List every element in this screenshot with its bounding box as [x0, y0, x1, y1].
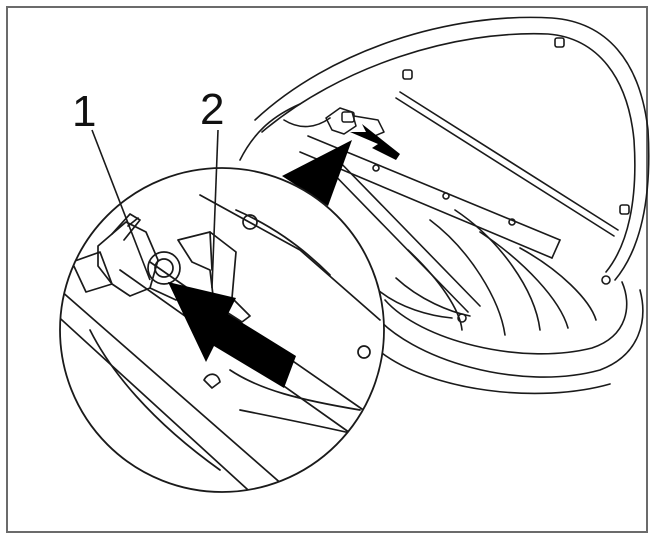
dish-rim-outer	[371, 289, 644, 378]
leader-line-1	[91, 129, 151, 281]
rail-bolt	[508, 218, 516, 226]
dome-clip	[402, 69, 413, 80]
fan-blade	[407, 249, 463, 331]
bracket	[177, 231, 251, 323]
detail-circle-outline	[59, 167, 385, 493]
detail-rail	[60, 289, 301, 492]
support-rod	[395, 97, 615, 237]
callout-2: 2	[200, 85, 224, 134]
dome-clip	[619, 204, 630, 215]
detail-screw	[357, 345, 371, 359]
mounting-rail	[283, 37, 630, 319]
wire	[377, 289, 453, 319]
detail-rail	[60, 299, 271, 492]
rail-bottom	[299, 151, 553, 259]
rail-bolt	[442, 192, 450, 200]
wire	[283, 117, 331, 128]
latch-small	[325, 107, 385, 139]
latch-ring	[147, 251, 181, 285]
detail-tab	[203, 373, 221, 389]
dome-outline	[254, 16, 650, 281]
zoom-pointer-arrow	[282, 140, 352, 206]
diagonal-brace	[319, 159, 469, 313]
callout-1: 1	[72, 87, 96, 136]
wire	[395, 277, 471, 317]
dome-inner-rim	[261, 32, 636, 273]
dome-lid	[239, 16, 650, 281]
dome-clip	[554, 37, 565, 48]
dish-rim-inner	[384, 281, 628, 355]
dish-rim-lower	[377, 349, 611, 395]
leader-line-2	[211, 129, 219, 289]
small-arrow	[350, 124, 400, 160]
fan-blade	[479, 231, 569, 329]
detail-screw	[242, 214, 258, 230]
fan-blade	[429, 219, 506, 336]
leader-lines	[91, 129, 219, 289]
rail-bolt	[372, 164, 380, 172]
detail-push-arrow	[168, 282, 296, 388]
detail-edge	[199, 194, 381, 321]
rim-screw	[601, 275, 611, 285]
fan-blade	[454, 209, 541, 331]
rail-top	[307, 135, 561, 241]
fan-blade	[519, 247, 597, 321]
